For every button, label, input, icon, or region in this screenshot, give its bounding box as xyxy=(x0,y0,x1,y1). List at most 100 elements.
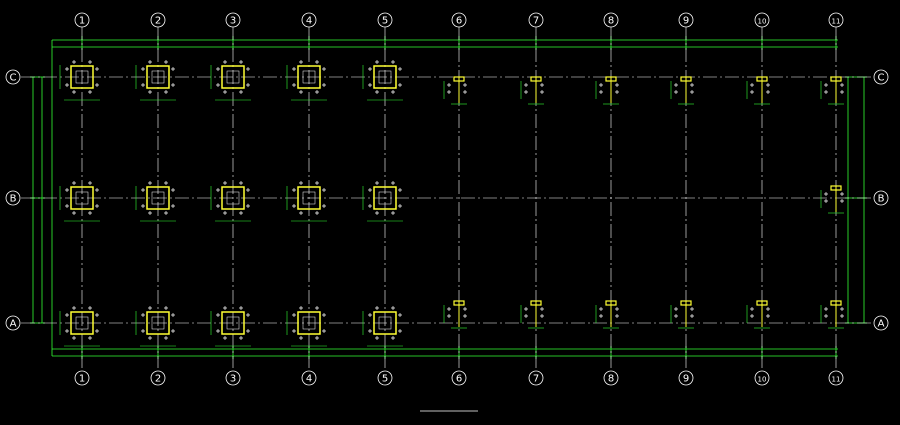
column-footing xyxy=(362,306,403,347)
column-axis-label: 8 xyxy=(608,16,614,27)
column-axis-bubble-4: 4 xyxy=(301,370,317,386)
column-axis-label: 9 xyxy=(683,374,689,385)
column-axis-label: 5 xyxy=(382,16,388,27)
column-outline xyxy=(221,65,245,89)
anchor-bolt-mark xyxy=(299,181,303,185)
anchor-bolt-mark xyxy=(766,90,770,94)
column-axis-label: 6 xyxy=(456,374,462,385)
anchor-bolt-mark xyxy=(239,60,243,64)
anchor-bolt-mark xyxy=(292,204,296,208)
anchor-bolt-mark xyxy=(223,60,227,64)
anchor-bolt-mark xyxy=(239,211,243,215)
column-axis-bubble-7: 7 xyxy=(528,12,544,28)
anchor-bolt-mark xyxy=(246,313,250,317)
column-outline xyxy=(373,311,397,335)
anchor-bolt-mark xyxy=(375,211,379,215)
anchor-bolt-mark xyxy=(171,204,175,208)
base-plate-outline xyxy=(378,191,392,205)
bubble-circle xyxy=(74,370,90,386)
anchor-bolt-mark xyxy=(750,83,754,87)
column-axis-bubble-3: 3 xyxy=(225,370,241,386)
base-plate-outline xyxy=(151,316,165,330)
column-outline xyxy=(373,65,397,89)
bubble-circle xyxy=(754,12,770,28)
anchor-bolt-mark xyxy=(171,188,175,192)
anchor-bolt-mark xyxy=(164,60,168,64)
anchor-bolt-mark xyxy=(299,60,303,64)
steel-column-base xyxy=(520,76,544,105)
steel-column-base xyxy=(595,76,619,105)
column-axis-bubble-1: 1 xyxy=(74,12,90,28)
column-axis-bubble-4: 4 xyxy=(301,12,317,28)
anchor-bolt-mark xyxy=(391,60,395,64)
column-axis-bubble-8: 8 xyxy=(603,12,619,28)
column-axis-bubble-11: 11 xyxy=(828,12,844,28)
anchor-bolt-mark xyxy=(72,181,76,185)
anchor-bolt-mark xyxy=(216,83,220,87)
anchor-bolt-mark xyxy=(674,314,678,318)
column-outline xyxy=(70,186,94,210)
column-axis-label: 7 xyxy=(533,374,539,385)
anchor-bolt-mark xyxy=(766,314,770,318)
anchor-bolt-mark xyxy=(615,83,619,87)
column-axis-bubble-10: 10 xyxy=(754,370,770,386)
row-axis-bubble-A: A xyxy=(873,315,889,331)
column-outline xyxy=(373,186,397,210)
row-axis-bubble-C: C xyxy=(873,69,889,85)
column-outline xyxy=(221,311,245,335)
anchor-bolt-mark xyxy=(164,90,168,94)
anchor-bolt-mark xyxy=(292,329,296,333)
column-outline xyxy=(70,311,94,335)
anchor-bolt-mark xyxy=(315,60,319,64)
base-plate-outline xyxy=(75,316,89,330)
anchor-bolt-mark xyxy=(246,204,250,208)
column-footing xyxy=(59,181,100,222)
anchor-bolt-mark xyxy=(368,83,372,87)
anchor-bolt-mark xyxy=(292,188,296,192)
anchor-bolt-mark xyxy=(299,336,303,340)
steel-column-base xyxy=(746,300,770,329)
base-plate-outline xyxy=(75,191,89,205)
anchor-bolt-mark xyxy=(95,313,99,317)
bubble-circle xyxy=(678,12,694,28)
anchor-bolt-mark xyxy=(88,306,92,310)
anchor-bolt-mark xyxy=(322,313,326,317)
column-axis-bubble-5: 5 xyxy=(377,12,393,28)
anchor-bolt-mark xyxy=(148,181,152,185)
column-footing xyxy=(210,181,251,222)
anchor-bolt-mark xyxy=(391,336,395,340)
column-outline xyxy=(297,186,321,210)
column-footing xyxy=(210,306,251,347)
anchor-bolt-mark xyxy=(171,67,175,71)
anchor-bolt-mark xyxy=(524,83,528,87)
base-plate-outline xyxy=(151,191,165,205)
anchor-bolt-mark xyxy=(447,90,451,94)
anchor-bolt-mark xyxy=(674,90,678,94)
column-outline xyxy=(221,186,245,210)
anchor-bolt-mark xyxy=(766,83,770,87)
anchor-bolt-mark xyxy=(223,90,227,94)
column-axis-label: 5 xyxy=(382,374,388,385)
anchor-bolt-mark xyxy=(72,336,76,340)
anchor-bolt-mark xyxy=(824,314,828,318)
bubble-circle xyxy=(5,69,21,85)
column-axis-label: 2 xyxy=(155,374,161,385)
anchor-bolt-mark xyxy=(674,83,678,87)
anchor-bolt-mark xyxy=(141,329,145,333)
anchor-bolt-mark xyxy=(164,336,168,340)
bubble-circle xyxy=(873,315,889,331)
anchor-bolt-mark xyxy=(690,307,694,311)
column-footing xyxy=(135,306,176,347)
anchor-bolt-mark xyxy=(65,329,69,333)
anchor-bolt-mark xyxy=(398,329,402,333)
anchor-bolt-mark xyxy=(524,90,528,94)
anchor-bolt-mark xyxy=(315,90,319,94)
column-outline xyxy=(146,186,170,210)
bubble-circle xyxy=(74,12,90,28)
column-axis-label: 9 xyxy=(683,16,689,27)
anchor-bolt-mark xyxy=(463,314,467,318)
column-outline xyxy=(70,65,94,89)
column-footing xyxy=(59,60,100,101)
